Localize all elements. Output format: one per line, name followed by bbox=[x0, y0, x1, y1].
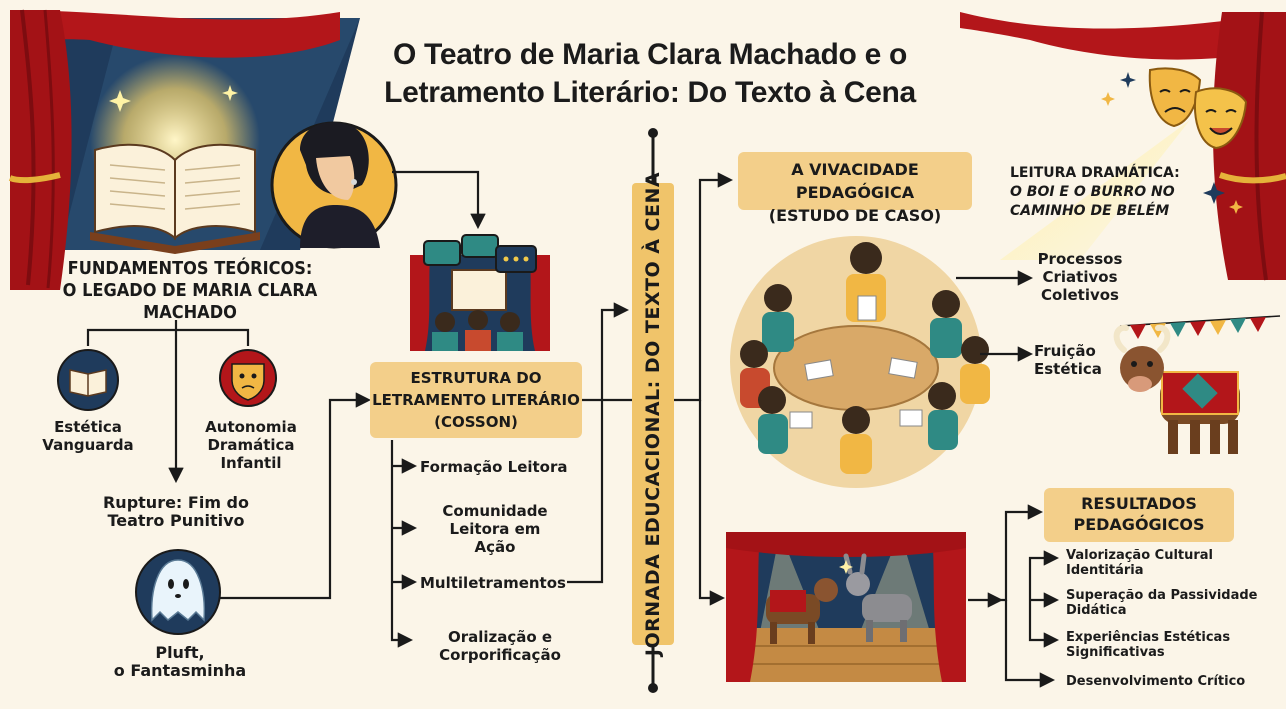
fruicao-line1: Fruição bbox=[1034, 342, 1096, 360]
vivacidade-line2: (ESTUDO DE CASO) bbox=[768, 206, 942, 225]
resultado-superacao: Superação da Passividade Didática bbox=[1066, 588, 1266, 618]
pluft-label: Pluft, o Fantasminha bbox=[100, 644, 260, 680]
oralizacao-line2: Corporificação bbox=[439, 646, 561, 664]
rupture-line1: Rupture: Fim do bbox=[102, 493, 249, 512]
rupture-line2: Teatro Punitivo bbox=[107, 511, 245, 530]
comunidade-line2: Leitora em bbox=[449, 520, 541, 538]
jornada-vertical-banner: JORNADA EDUCACIONAL: DO TEXTO À CENA bbox=[632, 172, 674, 656]
fruicao-line2: Estética bbox=[1034, 360, 1102, 378]
resultado-valorizacao: Valorização Cultural Identitária bbox=[1066, 548, 1256, 578]
estrutura-line3: (COSSON) bbox=[434, 413, 518, 431]
experiencias-line2: Significativas bbox=[1066, 645, 1165, 660]
processos-line2: Criativos bbox=[1042, 268, 1118, 286]
mask-shield-icon bbox=[219, 349, 277, 407]
resultados-line2: PEDAGÓGICOS bbox=[1073, 515, 1205, 534]
page-title-line1: O Teatro de Maria Clara Machado e o bbox=[392, 38, 908, 71]
autonomia-line3: Infantil bbox=[220, 454, 282, 472]
item-comunidade: Comunidade Leitora em Ação bbox=[420, 502, 570, 556]
pluft-line2: o Fantasminha bbox=[113, 661, 247, 680]
superacao-line2: Didática bbox=[1066, 603, 1127, 618]
experiencias-line1: Experiências Estéticas bbox=[1066, 630, 1231, 645]
leitura-line1: LEITURA DRAMÁTICA: bbox=[1010, 165, 1180, 181]
ghost-icon bbox=[135, 549, 221, 635]
valorizacao-line1: Valorização Cultural bbox=[1066, 548, 1214, 563]
estrutura-box: ESTRUTURA DO LETRAMENTO LITERÁRIO (COSSO… bbox=[370, 362, 582, 438]
processos-label: Processos Criativos Coletivos bbox=[1030, 250, 1130, 304]
item-formacao: Formação Leitora bbox=[420, 458, 568, 476]
comunidade-line1: Comunidade bbox=[442, 502, 548, 520]
vivacidade-line1: A VIVACIDADE PEDAGÓGICA bbox=[791, 160, 919, 202]
valorizacao-line2: Identitária bbox=[1066, 563, 1144, 578]
stage-scene-illustration bbox=[726, 532, 966, 682]
autonomia-line2: Dramática bbox=[207, 436, 295, 454]
fundamentos-line1: FUNDAMENTOS TEÓRICOS: bbox=[67, 258, 313, 279]
fundamentos-heading: FUNDAMENTOS TEÓRICOS: O LEGADO DE MARIA … bbox=[40, 258, 340, 324]
leitura-dramatica-label: LEITURA DRAMÁTICA: O BOI E O BURRO NO CA… bbox=[1010, 164, 1210, 221]
estrutura-line2: LETRAMENTO LITERÁRIO bbox=[372, 391, 580, 409]
item-multiletramentos: Multiletramentos bbox=[420, 574, 566, 592]
page-title: O Teatro de Maria Clara Machado e o Letr… bbox=[300, 36, 1000, 112]
leitura-line3: CAMINHO DE BELÉM bbox=[1010, 203, 1170, 219]
item-oralizacao: Oralização e Corporificação bbox=[420, 628, 580, 664]
fundamentos-line2: O LEGADO DE MARIA CLARA bbox=[62, 280, 318, 301]
jornada-label: JORNADA EDUCACIONAL: DO TEXTO À CENA bbox=[642, 171, 664, 657]
resultados-line1: RESULTADOS bbox=[1081, 494, 1197, 513]
autonomia-label: Autonomia Dramática Infantil bbox=[196, 418, 306, 472]
bull-illustration bbox=[1113, 315, 1281, 454]
comunidade-line3: Ação bbox=[474, 538, 516, 556]
resultado-experiencias: Experiências Estéticas Significativas bbox=[1066, 630, 1256, 660]
pluft-line1: Pluft, bbox=[155, 643, 205, 662]
book-illustration bbox=[90, 85, 260, 254]
fruicao-label: Fruição Estética bbox=[1034, 342, 1114, 378]
resultado-desenvolvimento: Desenvolvimento Crítico bbox=[1066, 674, 1246, 689]
processos-line1: Processos bbox=[1037, 250, 1123, 268]
superacao-line1: Superação da Passividade bbox=[1066, 588, 1258, 603]
rupture-label: Rupture: Fim do Teatro Punitivo bbox=[96, 494, 256, 530]
estetica-line1: Estética bbox=[54, 418, 122, 436]
fundamentos-line3: MACHADO bbox=[143, 302, 237, 323]
book-badge-icon bbox=[57, 349, 119, 411]
right-curtain bbox=[960, 11, 1286, 281]
processos-line3: Coletivos bbox=[1041, 286, 1119, 304]
autonomia-line1: Autonomia bbox=[205, 418, 297, 436]
page-title-line2: Letramento Literário: Do Texto à Cena bbox=[384, 76, 916, 109]
resultados-box: RESULTADOS PEDAGÓGICOS bbox=[1044, 488, 1234, 542]
portrait-maria-clara bbox=[270, 121, 398, 249]
estrutura-line1: ESTRUTURA DO bbox=[410, 369, 542, 387]
estetica-line2: Vanguarda bbox=[42, 436, 134, 454]
vivacidade-box: A VIVACIDADE PEDAGÓGICA (ESTUDO DE CASO) bbox=[738, 152, 972, 225]
estetica-label: Estética Vanguarda bbox=[38, 418, 138, 454]
classroom-circle-illustration bbox=[730, 236, 990, 488]
oralizacao-line1: Oralização e bbox=[447, 628, 553, 646]
theater-masks-icon bbox=[1101, 67, 1248, 214]
reading-stage-illustration bbox=[410, 234, 550, 351]
leitura-line2: O BOI E O BURRO NO bbox=[1010, 184, 1175, 200]
